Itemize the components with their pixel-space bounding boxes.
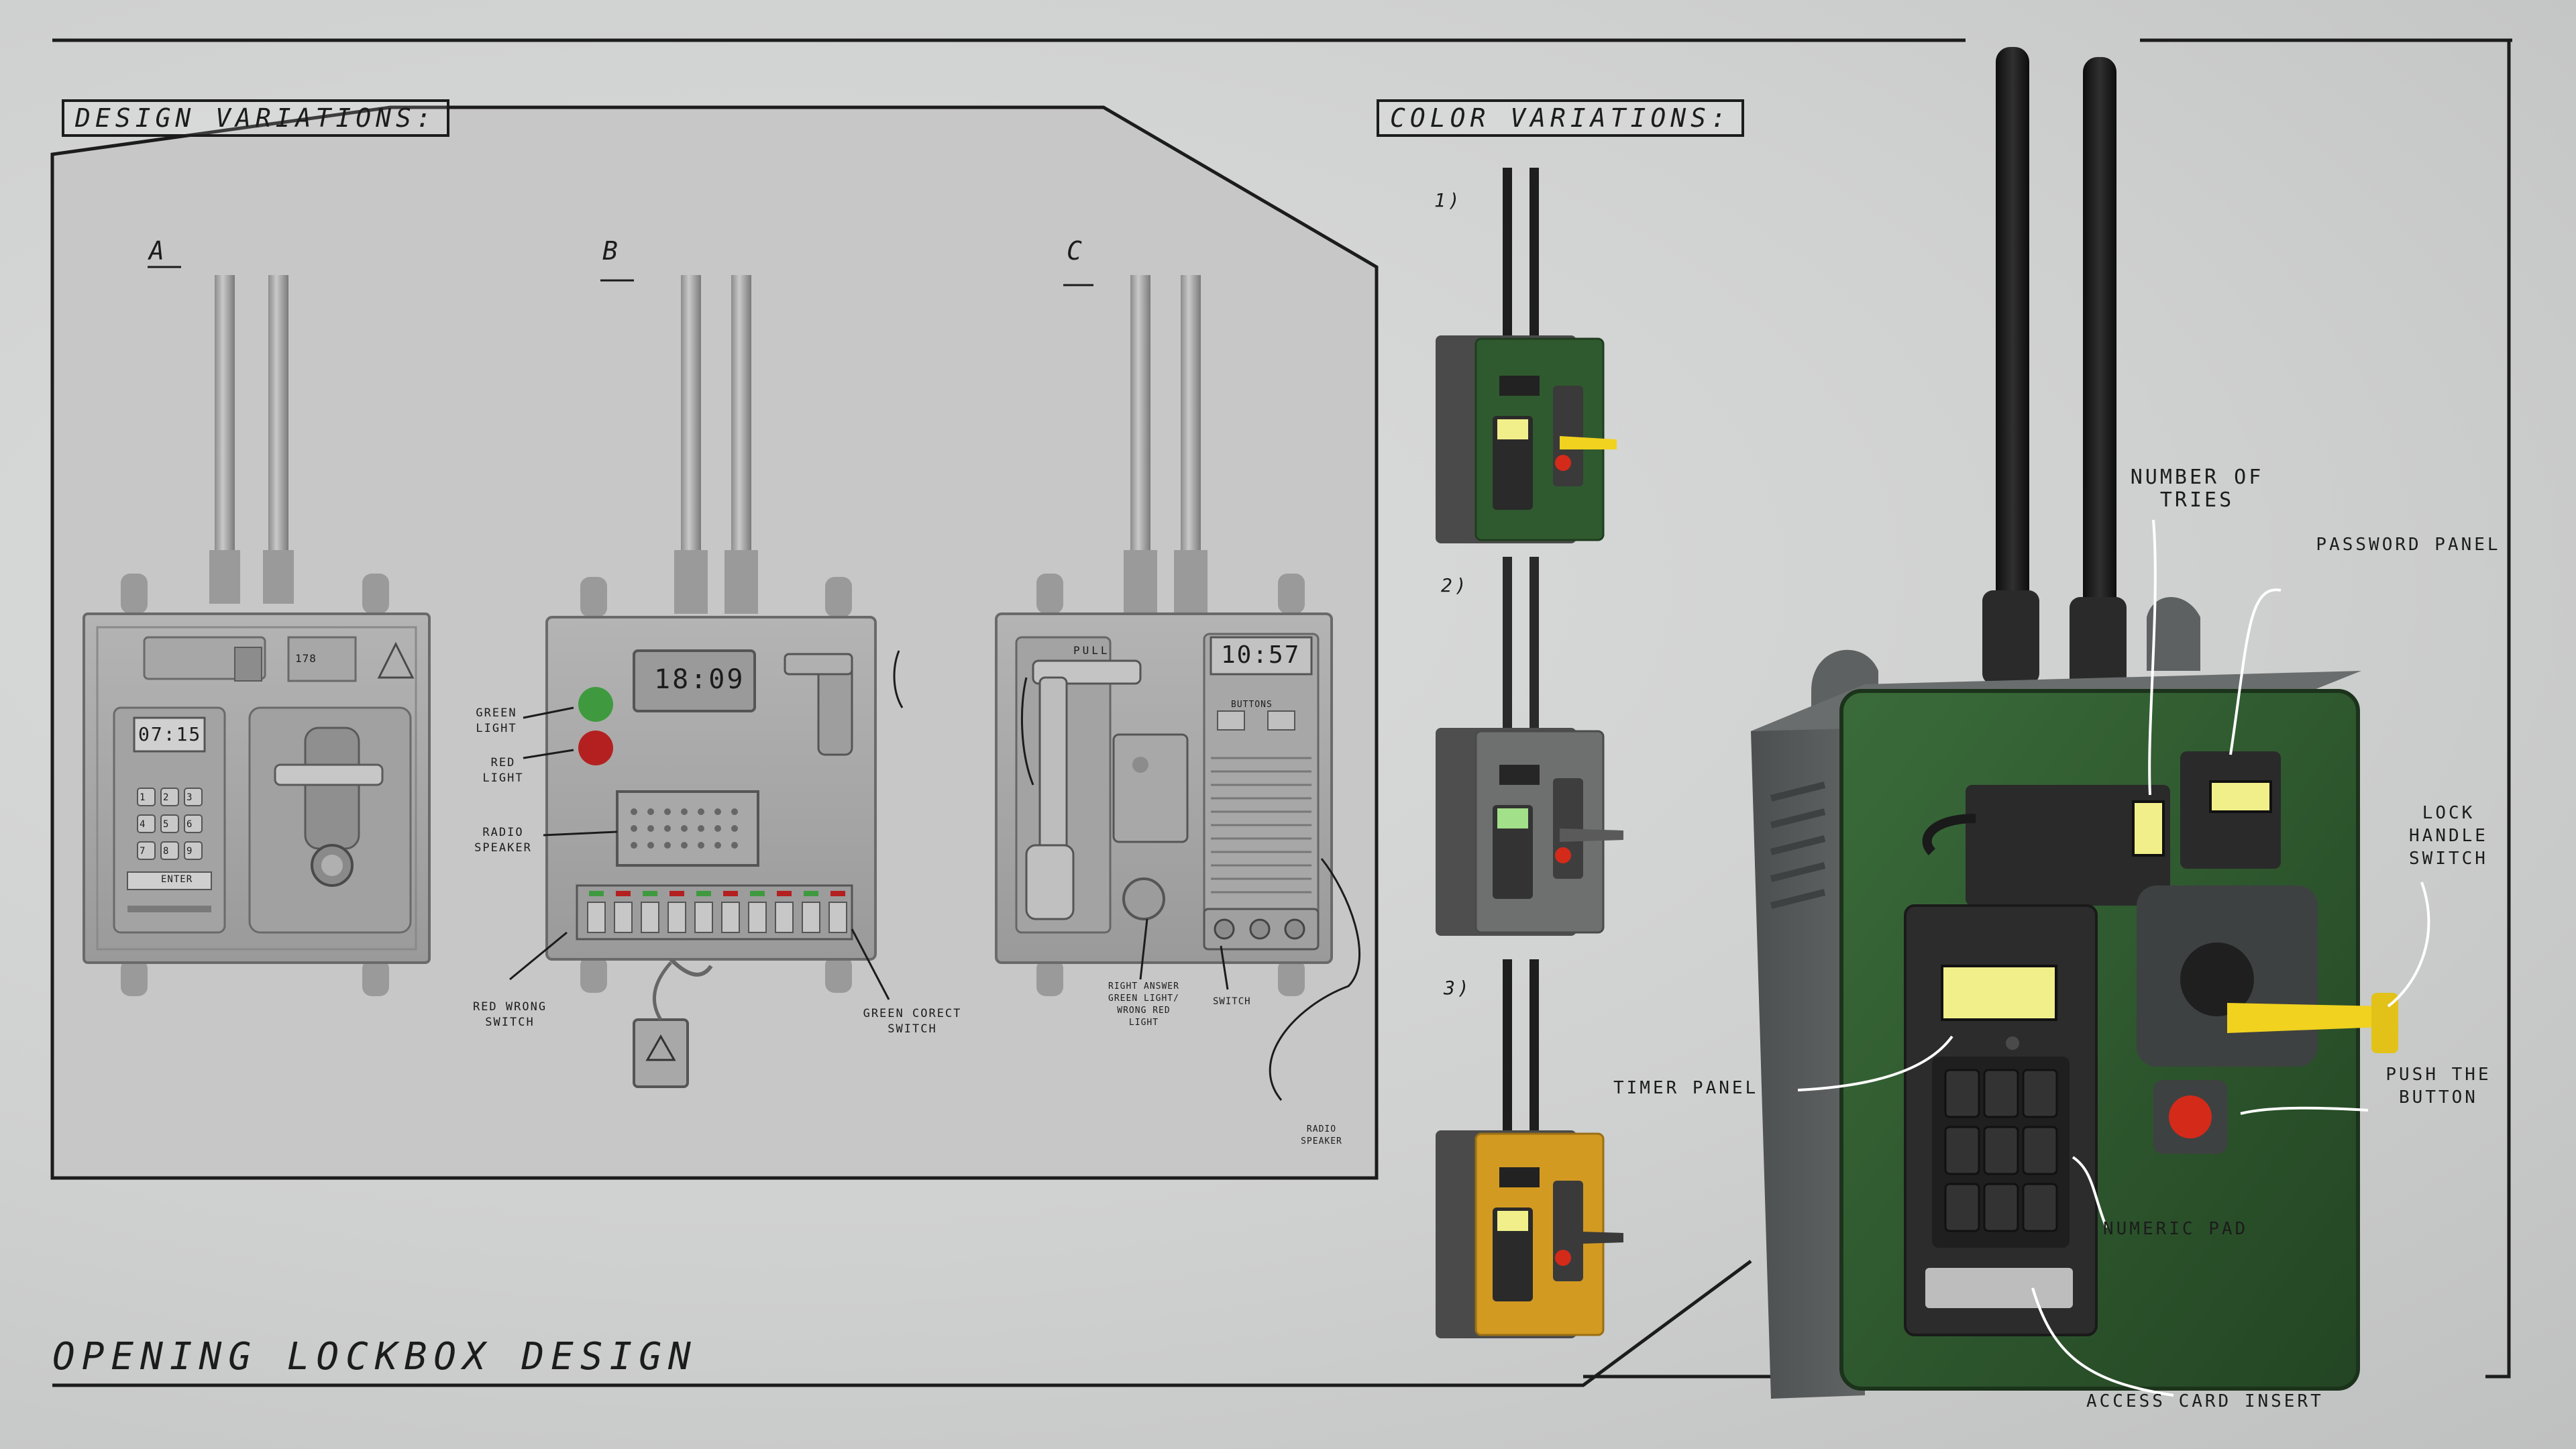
- variant-c-buttons: BUTTONS: [1231, 700, 1273, 710]
- variant-a-keys: [137, 788, 203, 860]
- variant-a-key-2: 2: [163, 792, 172, 803]
- variant-c-speaker-grille: [1211, 757, 1311, 894]
- color-variant-2: [1436, 557, 1623, 936]
- color-variant-3-number: 3): [1444, 977, 1472, 999]
- design-annotation-lines: [148, 266, 1361, 1101]
- numeric-pad-callout: Numeric Pad: [2103, 1219, 2249, 1239]
- variant-b: [545, 275, 877, 1088]
- timer-panel-callout: Timer Panel: [1613, 1078, 1759, 1098]
- variant-b-timer: 18:09: [654, 664, 745, 695]
- variant-a-key-3: 3: [186, 792, 195, 803]
- password-panel-callout: Password Panel: [2316, 535, 2501, 555]
- variant-a-key-1: 1: [140, 792, 148, 803]
- red-light-label: Red Light: [482, 756, 524, 785]
- color-variant-1: [1436, 168, 1617, 543]
- variant-c-letter: C: [1067, 236, 1085, 266]
- push-the-button-callout: Push the button: [2385, 1065, 2491, 1108]
- variant-a-letter: A: [149, 236, 167, 266]
- variant-a-enter: ENTER: [161, 874, 193, 885]
- variant-a-timer: 07:15: [138, 723, 202, 745]
- access-card-insert-callout: Access card insert: [2086, 1391, 2324, 1411]
- switch-label: Switch: [1213, 996, 1251, 1007]
- variant-b-switches: [587, 891, 847, 933]
- radio-speaker-label-b: Radio Speaker: [474, 826, 532, 855]
- lock-handle-switch-callout: Lock handle switch: [2409, 803, 2488, 869]
- green-correct-switch-label: Green Corect Switch: [863, 1007, 962, 1036]
- red-wrong-switch-label: Red Wrong Switch: [472, 1000, 547, 1029]
- color-variant-1-number: 1): [1434, 189, 1462, 211]
- variant-a-key-4: 4: [140, 819, 148, 830]
- variant-c: [995, 275, 1333, 996]
- number-of-tries-callout: Number of tries: [2130, 466, 2264, 512]
- color-variant-3: [1436, 959, 1623, 1338]
- variant-c-timer: 10:57: [1221, 641, 1301, 669]
- variant-c-pull: PULL: [1073, 644, 1110, 657]
- variant-a-key-9: 9: [186, 846, 195, 857]
- variant-b-letter: B: [602, 236, 621, 266]
- color-variations-label: Color Variations:: [1377, 99, 1744, 137]
- variant-a-small-display: 178: [295, 652, 317, 665]
- variant-a-key-8: 8: [163, 846, 172, 857]
- design-variations-label: Design Variations:: [62, 99, 449, 137]
- green-light-label: Green Light: [476, 706, 517, 735]
- right-answer-label: Right answer green light/ wrong red ligh…: [1108, 981, 1179, 1028]
- radio-speaker-label-c: Radio Speaker: [1301, 1124, 1342, 1146]
- page-title: Opening Lockbox Design: [52, 1335, 698, 1379]
- variant-b-speaker: [631, 808, 738, 849]
- variant-a-key-6: 6: [186, 819, 195, 830]
- variant-a-key-5: 5: [163, 819, 172, 830]
- variant-a-key-7: 7: [140, 846, 148, 857]
- color-variant-2-number: 2): [1441, 574, 1469, 596]
